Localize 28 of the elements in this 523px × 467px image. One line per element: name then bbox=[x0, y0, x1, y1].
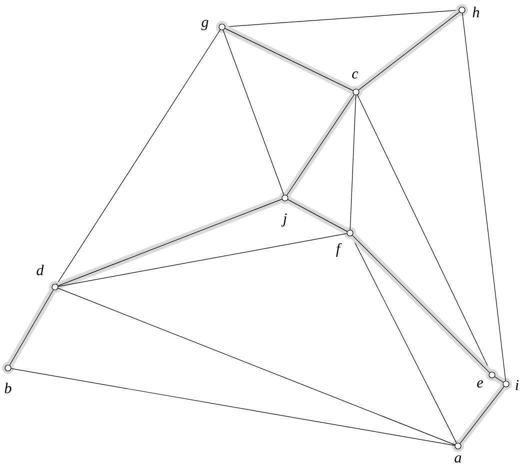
highlighted-edge bbox=[457, 384, 507, 446]
vertex-label: j bbox=[281, 213, 287, 227]
highlighted-edge bbox=[286, 196, 349, 235]
vertex-label: d bbox=[36, 264, 44, 276]
vertex-label: a bbox=[454, 455, 462, 463]
vertex-label: f bbox=[336, 243, 342, 257]
vertex-label: b bbox=[4, 382, 12, 394]
edge-line bbox=[10, 368, 456, 446]
highlighted-edge bbox=[223, 25, 355, 94]
highlighted-edge bbox=[350, 232, 492, 376]
edge-line bbox=[350, 95, 356, 230]
vertex-label: g bbox=[201, 20, 208, 30]
edge-line bbox=[222, 30, 284, 196]
edge-line bbox=[58, 288, 456, 446]
vertex-label: h bbox=[472, 6, 480, 18]
edge-line bbox=[56, 29, 221, 285]
highlighted-edge bbox=[492, 374, 506, 386]
highlighted-edge bbox=[6, 288, 56, 367]
vertex-label: e bbox=[477, 380, 483, 388]
edge-line bbox=[58, 233, 348, 287]
edge-line bbox=[225, 10, 459, 28]
highlighted-edge bbox=[284, 92, 358, 198]
vertex-label: i bbox=[516, 380, 519, 390]
highlighted-edge bbox=[356, 9, 462, 93]
vertex-label: c bbox=[352, 71, 358, 79]
highlighted-edge bbox=[56, 196, 284, 290]
edge-line bbox=[357, 94, 491, 372]
edge-line bbox=[462, 12, 506, 382]
